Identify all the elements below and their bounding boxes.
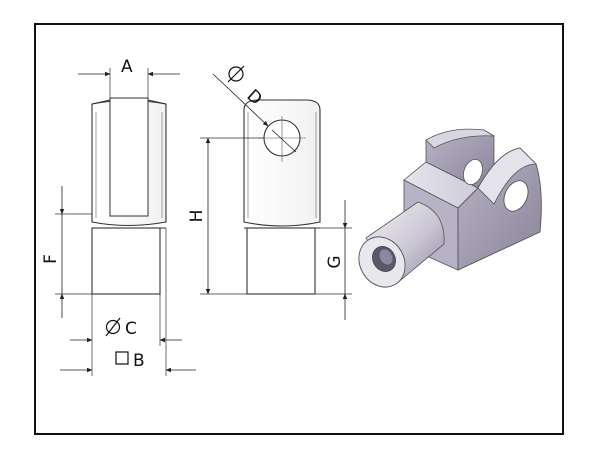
dim-label-h: H	[187, 210, 207, 223]
square-symbol-b	[115, 351, 129, 365]
diameter-symbol-c	[105, 317, 121, 337]
dim-label-c: C	[125, 319, 137, 339]
dim-label-a: A	[121, 57, 133, 77]
isometric-view	[358, 128, 542, 288]
dim-label-b: B	[133, 351, 145, 371]
front-view: A F C B	[41, 57, 196, 376]
side-view: D H G	[187, 65, 352, 320]
diameter-symbol-d	[227, 65, 245, 83]
dim-label-f: F	[41, 254, 61, 264]
dim-label-g: G	[325, 255, 345, 268]
